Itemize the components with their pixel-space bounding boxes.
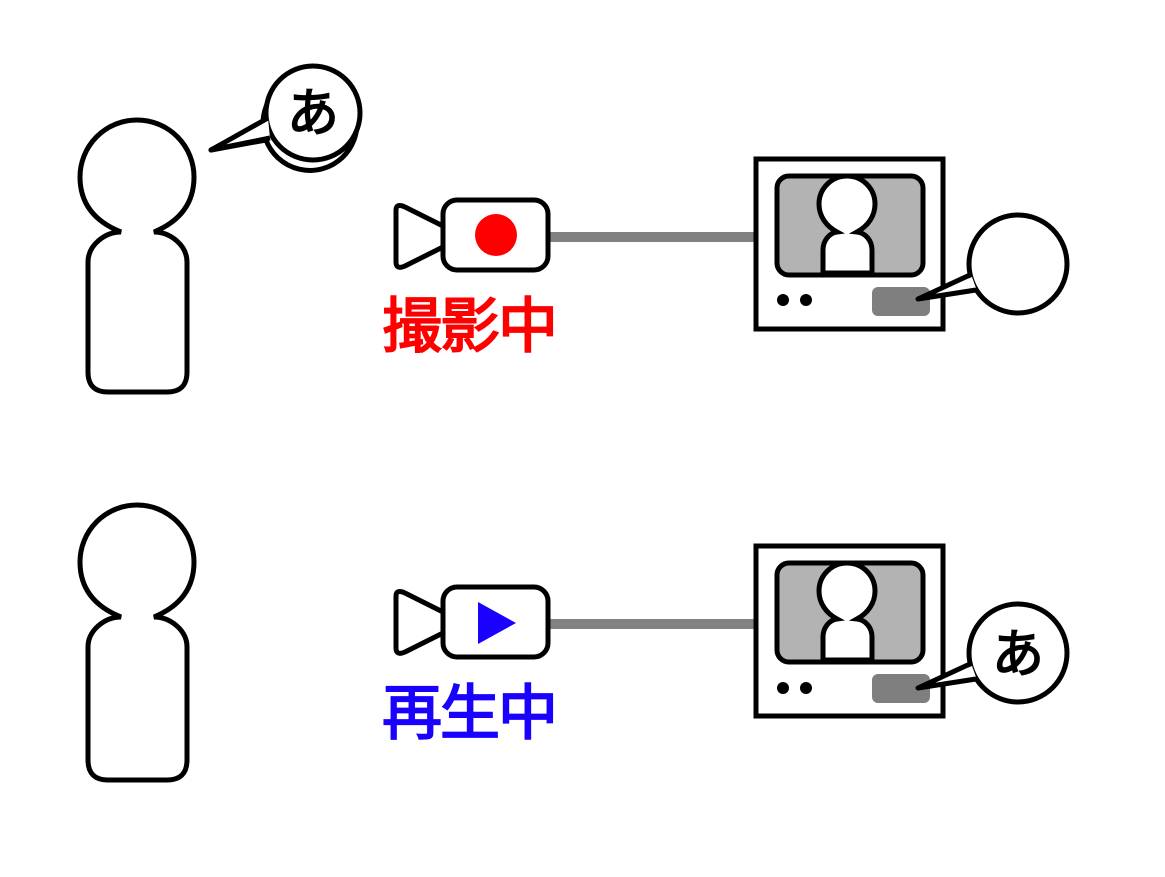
video-camera-icon <box>393 197 551 273</box>
person-icon <box>77 117 197 395</box>
play-triangle-icon <box>478 602 516 644</box>
person-icon <box>77 502 197 783</box>
status-label-recording: 撮影中 <box>382 292 556 362</box>
record-dot-icon <box>475 214 517 256</box>
speech-bubble: あ <box>915 601 1070 705</box>
status-label-playback: 再生中 <box>382 679 556 749</box>
tv-speaker-icon <box>872 287 930 316</box>
speech-bubble: あ <box>208 63 363 173</box>
tv-button-icon <box>777 294 789 306</box>
video-camera-icon <box>393 584 551 660</box>
tv-button-icon <box>800 294 812 306</box>
tv-monitor-icon <box>753 543 946 719</box>
speech-text: あ <box>287 84 339 144</box>
tv-button-icon <box>800 682 812 694</box>
speech-text: あ <box>992 625 1044 685</box>
tv-button-icon <box>777 682 789 694</box>
speech-bubble-empty <box>915 212 1070 316</box>
tv-monitor-icon <box>753 156 946 332</box>
tv-speaker-icon <box>872 674 930 703</box>
row-recording: あ 撮影中 <box>77 63 1070 395</box>
row-playback: 再生中 あ <box>77 502 1070 783</box>
